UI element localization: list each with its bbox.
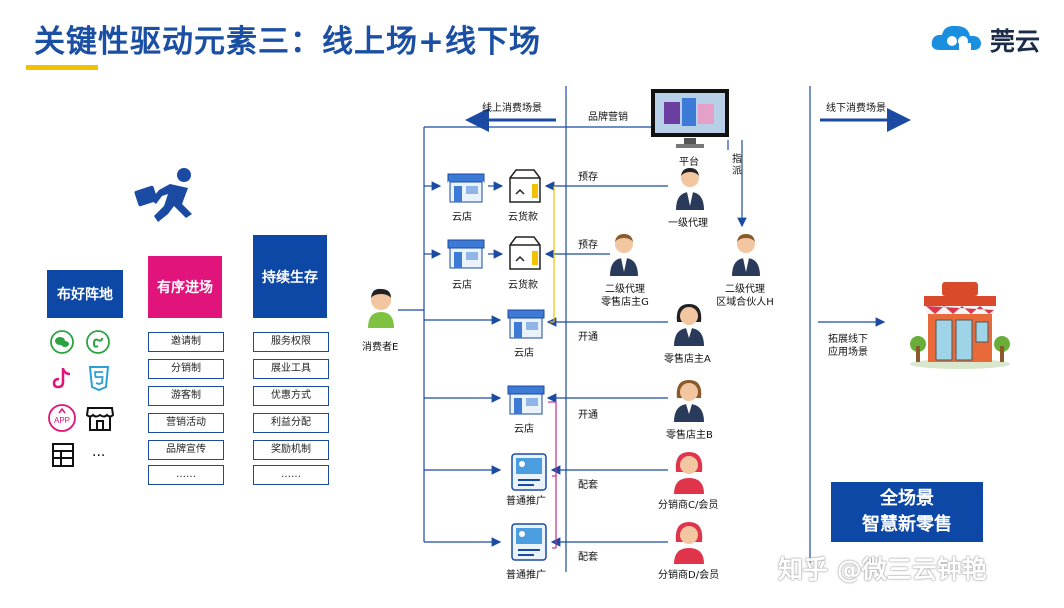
- expand-line2: 应用场景: [828, 347, 868, 358]
- cloud-goods-icon: [509, 236, 541, 270]
- prestock-label: 预存: [578, 172, 598, 183]
- survival-item: 展业工具: [253, 359, 329, 379]
- column-header-entry: 有序进场: [148, 256, 222, 318]
- banner-line2: 智慧新零售: [862, 514, 952, 535]
- more-dots: ...: [92, 444, 106, 460]
- survival-item: 利益分配: [253, 413, 329, 433]
- cloud-store-label: 云店: [452, 280, 472, 291]
- cloud-store-label: 云店: [514, 348, 534, 359]
- level2-agent-g-line1: 二级代理: [605, 284, 645, 295]
- cloud-store-label: 云店: [514, 424, 534, 435]
- open-label: 开通: [578, 332, 598, 343]
- cloud-store-label: 云店: [452, 212, 472, 223]
- cloud-store-icon: [507, 309, 545, 339]
- entry-item: 分销制: [148, 359, 224, 379]
- brand-name: 莞云: [990, 27, 1041, 56]
- level1-agent-label: 一级代理: [668, 218, 708, 229]
- cloud-store-icon: [447, 239, 485, 269]
- promotion-poster-icon: [511, 523, 547, 561]
- prestock-label: 预存: [578, 240, 598, 251]
- normal-promo-label: 普通推广: [506, 496, 546, 507]
- web-icon: [52, 443, 74, 467]
- svg-text:APP: APP: [54, 416, 70, 425]
- survival-item: 奖励机制: [253, 440, 329, 460]
- column-header-deploy: 布好阵地: [47, 270, 123, 318]
- entry-item: 品牌宣传: [148, 440, 224, 460]
- watermark: 知乎 @微三云钟艳: [778, 555, 987, 584]
- store-icon: [85, 407, 115, 431]
- businesswoman-avatar: [674, 304, 704, 346]
- brand-marketing-label: 品牌营销: [588, 112, 628, 123]
- survival-item: 优惠方式: [253, 386, 329, 406]
- retailer-a-label: 零售店主A: [664, 354, 711, 365]
- girl-avatar: [674, 452, 704, 494]
- entry-item: 营销活动: [148, 413, 224, 433]
- match-label: 配套: [578, 552, 598, 563]
- open-label: 开通: [578, 410, 598, 421]
- platform-monitor-icon: [651, 89, 729, 148]
- tiktok-icon: [52, 368, 71, 389]
- assign-label: 指派: [732, 154, 742, 177]
- entry-item: ……: [148, 465, 224, 485]
- consumer-label: 消费者E: [362, 342, 399, 353]
- businesswoman-avatar: [674, 380, 704, 422]
- html5-icon: [88, 366, 110, 391]
- cloud-logo-icon: [931, 25, 981, 50]
- online-scene-label: 线上消费场景: [482, 103, 542, 114]
- storefront-illustration: [910, 282, 1010, 369]
- normal-promo-label: 普通推广: [506, 570, 546, 581]
- promotion-poster-icon: [511, 453, 547, 491]
- page-title: 关键性驱动元素三：线上场+线下场: [34, 24, 541, 60]
- banner-line1: 全场景: [880, 488, 934, 509]
- cloud-goods-label: 云货款: [508, 280, 538, 291]
- entry-item: 游客制: [148, 386, 224, 406]
- distributor-c-label: 分销商C/会员: [658, 500, 719, 511]
- cloud-store-icon: [507, 385, 545, 415]
- level2-agent-h-line2: 区域合伙人H: [716, 297, 774, 308]
- businessman-avatar: [732, 234, 760, 276]
- entry-item: 邀请制: [148, 332, 224, 352]
- match-label: 配套: [578, 480, 598, 491]
- running-man-icon: [134, 168, 192, 222]
- level2-agent-h-line1: 二级代理: [725, 284, 765, 295]
- survival-item: 服务权限: [253, 332, 329, 352]
- column-header-survival: 持续生存: [253, 235, 327, 318]
- retailer-b-label: 零售店主B: [666, 430, 713, 441]
- businessman-avatar: [610, 234, 638, 276]
- businessman-avatar: [676, 168, 704, 210]
- full-scene-banner: 全场景 智慧新零售: [831, 482, 983, 542]
- distributor-d-label: 分销商D/会员: [658, 570, 720, 581]
- expand-line1: 拓展线下: [828, 334, 868, 345]
- cloud-goods-label: 云货款: [508, 212, 538, 223]
- title-underline: [26, 65, 98, 70]
- offline-scene-label: 线下消费场景: [826, 103, 886, 114]
- girl-avatar: [674, 522, 704, 564]
- cloud-store-icon: [447, 173, 485, 203]
- survival-item: ……: [253, 465, 329, 485]
- app-icon: APP: [48, 404, 76, 432]
- level2-agent-g-line2: 零售店主G: [601, 297, 649, 308]
- platform-label: 平台: [679, 157, 699, 168]
- miniprogram-icon: [86, 330, 110, 354]
- wechat-icon: [50, 330, 74, 354]
- cloud-goods-icon: [509, 169, 541, 203]
- consumer-avatar: [368, 288, 394, 328]
